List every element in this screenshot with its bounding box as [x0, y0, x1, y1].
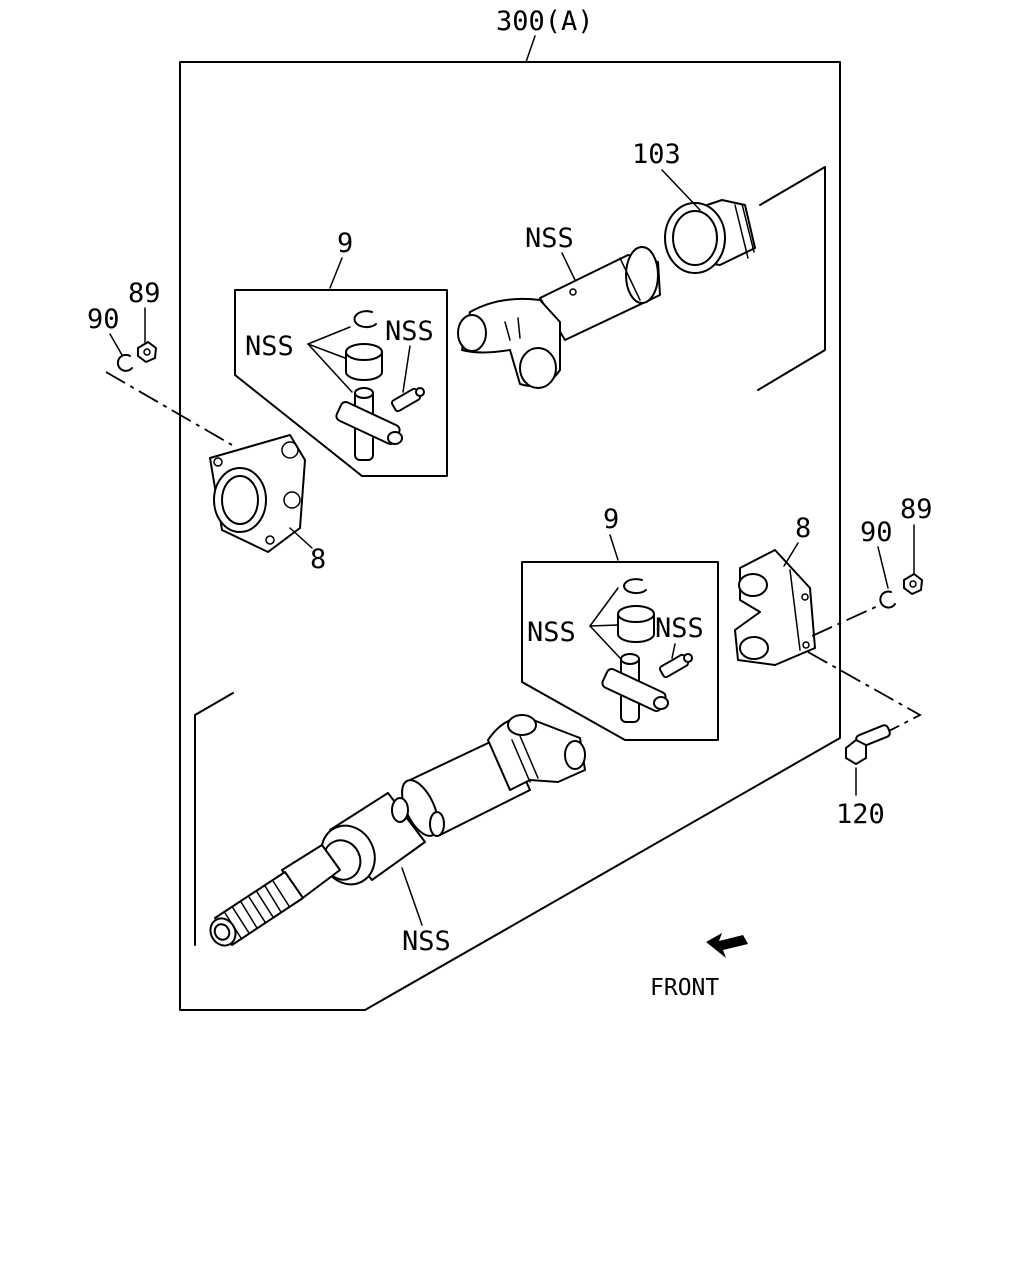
kit-9-upper-leader — [329, 257, 343, 289]
boot-103-leader — [661, 169, 701, 211]
snap-ring-icon — [353, 310, 377, 329]
flange-yoke-left — [209, 434, 306, 553]
bolt-120-label: 120 — [836, 799, 885, 830]
nss-upper-right-leader — [402, 345, 411, 393]
flange-yoke-right — [734, 549, 816, 666]
clip-90-right-label: 90 — [860, 517, 893, 548]
nss-upper-shaft-label: NSS — [525, 223, 574, 254]
bearing-cup-lower-icon — [617, 605, 655, 643]
clip-90-right-leader — [877, 546, 889, 589]
dust-boot — [664, 199, 756, 274]
bolt-centerline — [807, 651, 922, 734]
front-direction-arrow-icon — [706, 933, 748, 958]
snap-clip-left-icon — [116, 353, 133, 372]
nss-lower-joint-left-label: NSS — [527, 617, 576, 648]
flange-8-right-leader — [783, 542, 799, 567]
nss-upper-shaft-leader — [561, 252, 576, 281]
upper-kit-box — [234, 289, 448, 477]
nss-lower-right-leader — [671, 643, 676, 659]
clip-90-left-leader — [109, 333, 123, 356]
upper-shaft-bracket — [757, 166, 826, 391]
nss-lower-left-leader-2 — [589, 625, 621, 659]
nss-lower-shaft-label: NSS — [402, 926, 451, 957]
nss-upper-joint-left-label: NSS — [245, 331, 294, 362]
lower-shaft-bracket — [194, 692, 234, 946]
nss-lower-shaft-leader — [401, 867, 423, 926]
clip-90-left-label: 90 — [87, 304, 120, 335]
flange-8-left-label: 8 — [310, 544, 326, 575]
flange-8-left-leader — [289, 527, 313, 549]
boot-103-label: 103 — [632, 139, 681, 170]
nss-upper-left-leader-2 — [307, 343, 353, 393]
nss-upper-joint-right-label: NSS — [385, 316, 434, 347]
left-assembly-centerline — [105, 371, 233, 446]
flange-8-right-label: 8 — [795, 513, 811, 544]
nut-89-right-label: 89 — [900, 494, 933, 525]
universal-joint-spider-icon — [335, 387, 403, 461]
snap-ring-lower-icon — [623, 578, 647, 595]
snap-clip-right-icon — [879, 590, 896, 609]
grease-fitting-icon — [390, 387, 425, 413]
assembly-label: 300(A) — [496, 6, 594, 37]
nss-lower-joint-right-label: NSS — [655, 613, 704, 644]
nut-89-left-label: 89 — [128, 278, 161, 309]
lock-nut-left-icon — [137, 341, 157, 363]
nss-lower-left-leaders — [589, 587, 619, 627]
bolt-120 — [845, 724, 891, 765]
lower-kit-box — [521, 561, 719, 741]
lock-nut-right-icon — [903, 573, 923, 595]
grease-fitting-lower-icon — [658, 653, 693, 679]
universal-joint-spider-lower-icon — [601, 653, 669, 723]
kit-9-upper-label: 9 — [337, 228, 353, 259]
nss-upper-left-leaders — [307, 326, 351, 359]
assembly-outline — [179, 61, 841, 1011]
kit-9-lower-label: 9 — [603, 504, 619, 535]
kit-9-lower-leader — [609, 534, 619, 561]
front-label: FRONT — [650, 975, 719, 1001]
right-assembly-centerline — [811, 604, 881, 637]
bearing-cup-icon — [345, 343, 383, 381]
upper-slip-yoke-shaft — [457, 246, 661, 389]
lower-driveshaft — [209, 714, 586, 947]
assembly-leader — [525, 35, 536, 63]
